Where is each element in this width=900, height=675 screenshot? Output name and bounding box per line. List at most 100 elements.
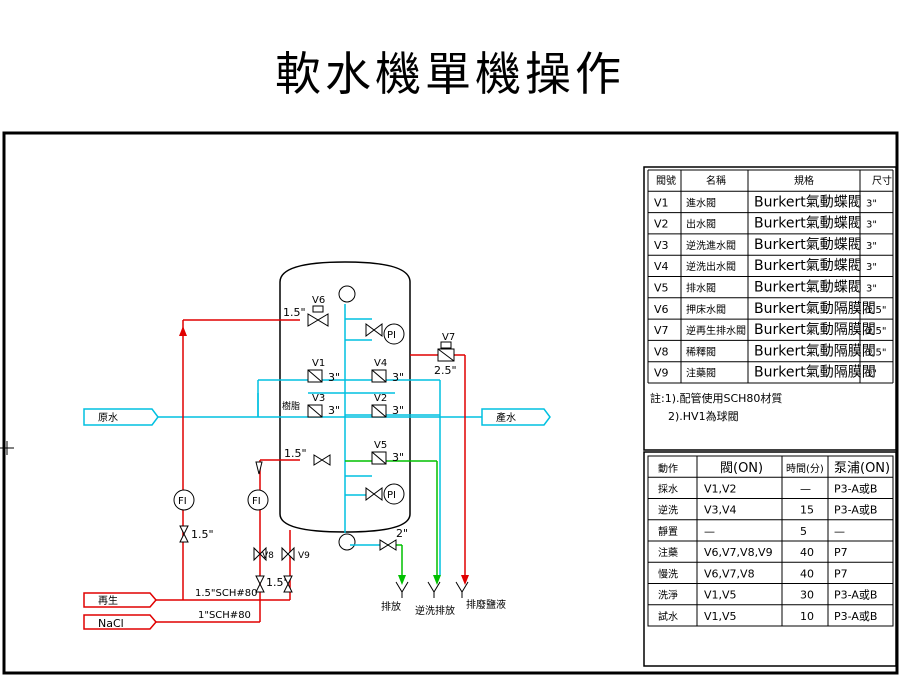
valve-table-cell: Burkert氣動蝶閥 (754, 194, 862, 210)
op-table-cell: V1,V5 (704, 610, 737, 623)
svg-text:V2: V2 (374, 393, 387, 404)
valve-v3: V3 3" (307, 393, 340, 418)
op-table-header: 泵浦(ON) (834, 461, 890, 476)
valve-table-cell: 3" (866, 284, 877, 295)
op-table-cell: — (834, 525, 845, 538)
valve-table-header: 尺寸 (872, 174, 892, 187)
valve-table-cell: Burkert氣動隔膜閥 (754, 343, 876, 359)
op-table-cell: P7 (834, 567, 848, 580)
valve-table-cell: V4 (654, 260, 669, 273)
svg-text:PI: PI (387, 490, 396, 501)
svg-text:產水: 產水 (496, 411, 516, 424)
page-title: 軟水機單機操作 (275, 47, 625, 101)
svg-text:1.5": 1.5" (266, 576, 289, 589)
svg-text:V4: V4 (374, 358, 387, 369)
valve-v2: V2 3" (371, 393, 404, 418)
valve-table-cell: 稀釋閥 (686, 345, 716, 358)
note-1: 註:1).配管使用SCH80材質 (650, 391, 782, 405)
valve-v1: V1 3" (307, 358, 340, 384)
svg-text:1.5": 1.5" (284, 447, 307, 460)
op-table-cell: 試水 (658, 610, 678, 623)
valve-v8: V8 (253, 546, 274, 562)
svg-text:V8: V8 (262, 551, 274, 561)
valve-table-cell: Burkert氣動蝶閥 (754, 258, 862, 274)
svg-text:V1: V1 (312, 358, 325, 369)
valve-table-cell: 注藥閥 (686, 367, 716, 380)
svg-text:1.5": 1.5" (191, 528, 214, 541)
op-table-cell: — (704, 525, 715, 538)
svg-text:3": 3" (392, 404, 404, 417)
raw-water-pipes (152, 304, 482, 575)
drain-pipes (345, 460, 438, 580)
op-table-cell: 5 (800, 525, 807, 538)
valve-v4: V4 3" (371, 358, 404, 384)
pressure-gauge-top: PI (365, 323, 405, 345)
valve-table-cell: V3 (654, 239, 669, 252)
op-table-cell: — (800, 482, 811, 495)
valve-table-cell: V9 (654, 367, 669, 380)
svg-text:V6: V6 (312, 295, 325, 306)
valve-table-cell: 押床水閥 (686, 303, 726, 316)
svg-text:3": 3" (328, 404, 340, 417)
valve-table-cell: 3" (866, 241, 877, 252)
op-table-cell: 30 (800, 589, 814, 602)
flow-indicator-left: FI 1.5" (173, 489, 214, 543)
valve-table-cell: 2.5" (866, 326, 887, 337)
valve-regen-inlet: 1.5" (284, 447, 331, 466)
regen-pipes (152, 319, 466, 623)
svg-text:FI: FI (178, 496, 187, 507)
svg-text:2": 2" (396, 527, 408, 540)
op-table-cell: V3,V4 (704, 504, 737, 517)
svg-text:V3: V3 (312, 393, 325, 404)
svg-text:3": 3" (392, 451, 404, 464)
svg-text:V9: V9 (298, 551, 310, 561)
valve-table-cell: Burkert氣動蝶閥 (754, 216, 862, 232)
valve-table-cell: Burkert氣動隔膜閥 (754, 301, 876, 317)
svg-text:V7: V7 (442, 332, 455, 343)
valve-table-cell: 逆洗出水閥 (686, 260, 736, 273)
valve-table-cell: 1" (866, 369, 877, 380)
valve-table-cell: V7 (654, 324, 669, 337)
feed-inlet: 原水 (83, 408, 159, 426)
op-table-cell: P3-A或B (834, 589, 877, 602)
back-drain-label: 逆洗排放 (415, 604, 455, 617)
valve-table-header: 規格 (794, 174, 814, 187)
svg-text:FI: FI (252, 496, 261, 507)
valve-table-cell: Burkert氣動蝶閥 (754, 237, 862, 253)
op-table-cell: V6,V7,V8,V9 (704, 546, 773, 559)
op-table-header: 時間(分) (786, 463, 824, 475)
svg-text:PI: PI (387, 330, 396, 341)
valve-table-cell: 1.5" (866, 347, 887, 358)
waste-label: 排廢鹽液 (466, 598, 506, 611)
op-table-cell: 慢洗 (658, 568, 678, 580)
op-table-cell: 40 (800, 546, 814, 559)
valve-table-cell: 逆洗進水閥 (686, 239, 736, 252)
valve-table-cell: V6 (654, 303, 669, 316)
valve-table-cell: V1 (654, 196, 669, 209)
op-table-cell: V6,V7,V8 (704, 567, 755, 580)
op-table-cell: P3-A或B (834, 482, 877, 495)
op-table-cell: P3-A或B (834, 610, 877, 623)
valve-v6: V6 1.5" (283, 295, 329, 327)
note-2: 2).HV1為球閥 (668, 409, 739, 423)
drain-label: 排放 (381, 600, 401, 613)
product-outlet: 產水 (481, 408, 551, 426)
valve-table-cell: 逆再生排水閥 (686, 324, 746, 337)
nacl-inlet: NaCl (83, 614, 157, 630)
valve-table-cell: 排水閥 (686, 282, 716, 295)
op-table-header: 閥(ON) (720, 461, 763, 476)
svg-text:V5: V5 (374, 440, 387, 451)
svg-text:3": 3" (392, 371, 404, 384)
pipe-spec-1: 1.5"SCH#80 (195, 588, 257, 599)
op-table-cell: P3-A或B (834, 504, 877, 517)
valve-table-cell: Burkert氣動隔膜閥 (754, 322, 876, 338)
valve-table-header: 名稱 (706, 174, 726, 187)
valve-dilution: 1.5" (255, 575, 293, 593)
drawing-frame (2, 131, 899, 675)
valve-table-cell: V5 (654, 282, 669, 295)
svg-text:2.5": 2.5" (434, 364, 457, 377)
svg-text:NaCl: NaCl (98, 617, 124, 630)
valve-table-cell: 3" (866, 220, 877, 231)
